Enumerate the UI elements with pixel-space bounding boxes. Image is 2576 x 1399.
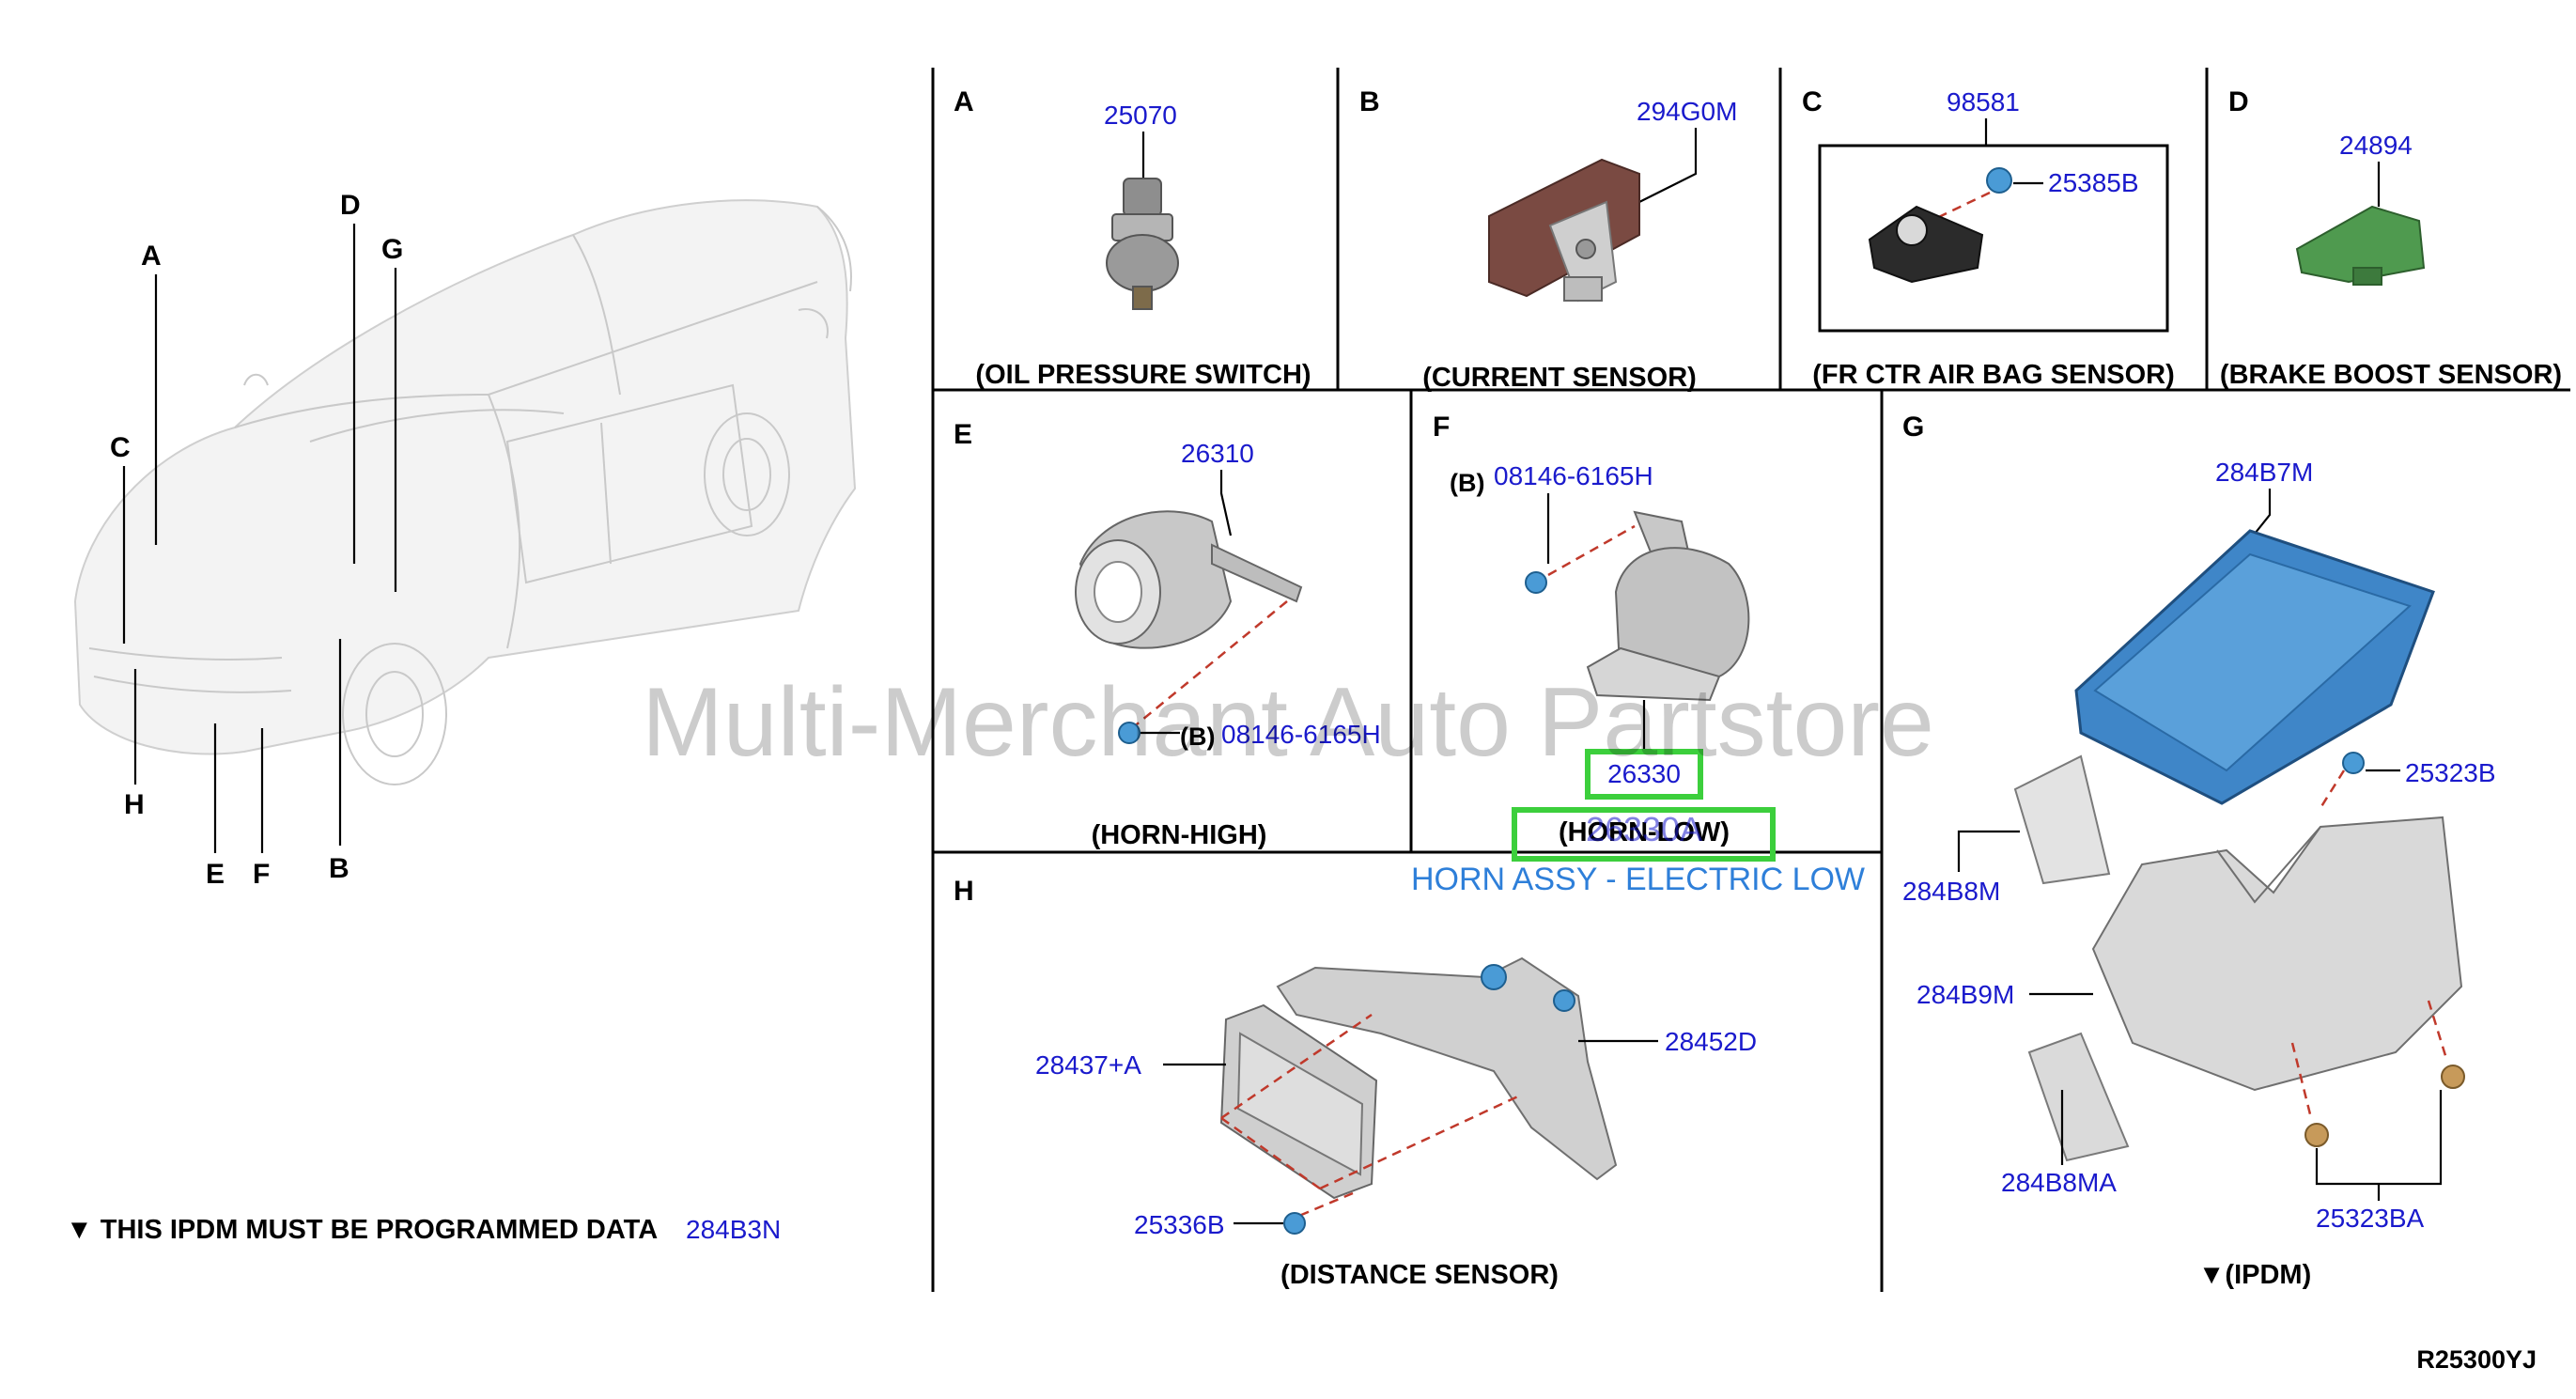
watermark: Multi-Merchant Auto Partstore xyxy=(642,668,1934,777)
caption-distance-sensor: (DISTANCE SENSOR) xyxy=(1280,1260,1559,1290)
car-label-b: B xyxy=(329,853,349,884)
caption-fr-ctr-air-bag-sensor: (FR CTR AIR BAG SENSOR) xyxy=(1812,360,2175,390)
air-bag-sensor-image xyxy=(1870,168,2011,282)
panel-f: F (B) 08146-6165H (HORN-LOW) 26330 26330… xyxy=(1411,412,1865,897)
part-number-284b8m[interactable]: 284B8M xyxy=(1902,877,2000,906)
panel-e: E 26310 (B) 08146-6165H (HORN-HIGH) xyxy=(954,419,1381,850)
panel-b: B 294G0M (CURRENT SENSOR) xyxy=(1359,86,1737,393)
footnote-text: ▼ THIS IPDM MUST BE PROGRAMMED DATA xyxy=(66,1215,658,1245)
caption-oil-pressure-switch: (OIL PRESSURE SWITCH) xyxy=(975,360,1311,390)
ipdm-footnote: ▼ THIS IPDM MUST BE PROGRAMMED DATA 284B… xyxy=(66,1215,781,1245)
part-number-25336b[interactable]: 25336B xyxy=(1134,1210,1225,1239)
panel-h: H 28437+A 28452D 25336B (DISTANCE SENSOR… xyxy=(954,876,1757,1290)
part-number-26310[interactable]: 26310 xyxy=(1181,439,1254,468)
oil-pressure-switch-image xyxy=(1107,179,1178,309)
panel-b-letter: B xyxy=(1359,86,1380,117)
panel-a-letter: A xyxy=(954,86,974,117)
panel-e-letter: E xyxy=(954,419,972,450)
part-number-284b8ma[interactable]: 284B8MA xyxy=(2001,1168,2117,1197)
panel-f-letter: F xyxy=(1433,412,1450,443)
part-number-25070[interactable]: 25070 xyxy=(1104,101,1177,130)
caption-ipdm: ▼(IPDM) xyxy=(2198,1260,2312,1290)
part-number-284b9m[interactable]: 284B9M xyxy=(1916,980,2014,1009)
car-label-h: H xyxy=(124,789,145,820)
panel-d: D 24894 (BRAKE BOOST SENSOR) xyxy=(2220,86,2562,390)
car-label-g: G xyxy=(381,234,403,265)
panel-g: G 284B7M 25323B 284B8M 284B9M 284B8MA 25… xyxy=(1902,412,2496,1290)
part-number-26330a[interactable]: 26330A xyxy=(1586,810,1702,848)
caption-current-sensor: (CURRENT SENSOR) xyxy=(1422,363,1697,393)
bolt-icon-h xyxy=(1284,1213,1305,1234)
part-number-25385b[interactable]: 25385B xyxy=(2048,168,2139,197)
diagram-code: R25300YJ xyxy=(2416,1345,2537,1374)
caption-brake-boost-sensor: (BRAKE BOOST SENSOR) xyxy=(2220,360,2562,390)
part-number-294g0m[interactable]: 294G0M xyxy=(1637,97,1737,126)
part-number-98581[interactable]: 98581 xyxy=(1947,87,2020,117)
horn-assy-hint: HORN ASSY - ELECTRIC LOW xyxy=(1411,862,1865,897)
bolt-icon-f xyxy=(1526,572,1546,593)
part-number-25323ba[interactable]: 25323BA xyxy=(2316,1204,2425,1233)
panel-a: A 25070 (OIL PRESSURE SWITCH) xyxy=(954,86,1311,390)
car-label-e: E xyxy=(206,859,225,890)
distance-sensor-image xyxy=(1221,958,1616,1218)
car-label-f: F xyxy=(253,859,270,890)
part-number-28452d[interactable]: 28452D xyxy=(1665,1027,1757,1056)
panel-c: C 98581 25385B (FR CTR AIR BAG SENSOR) xyxy=(1802,86,2175,390)
panel-d-letter: D xyxy=(2228,86,2249,117)
current-sensor-image xyxy=(1489,160,1639,301)
callout-b-f: (B) xyxy=(1450,469,1484,497)
footnote-part-number[interactable]: 284B3N xyxy=(686,1215,781,1244)
part-number-284b7m[interactable]: 284B7M xyxy=(2215,458,2313,487)
part-number-24894[interactable]: 24894 xyxy=(2339,131,2413,160)
ipdm-image xyxy=(2015,531,2464,1160)
horn-high-image xyxy=(1076,511,1301,647)
part-number-25323b[interactable]: 25323B xyxy=(2405,758,2496,787)
car-label-d: D xyxy=(340,190,361,221)
panel-g-letter: G xyxy=(1902,412,1924,443)
panel-c-letter: C xyxy=(1802,86,1823,117)
part-number-08146-6165h-f[interactable]: 08146-6165H xyxy=(1494,461,1653,490)
car-label-a: A xyxy=(141,241,162,272)
caption-horn-high: (HORN-HIGH) xyxy=(1092,820,1267,850)
car-label-c: C xyxy=(110,432,131,463)
panel-h-letter: H xyxy=(954,876,974,907)
brake-boost-sensor-image xyxy=(2297,207,2424,285)
part-number-28437a[interactable]: 28437+A xyxy=(1035,1050,1141,1080)
